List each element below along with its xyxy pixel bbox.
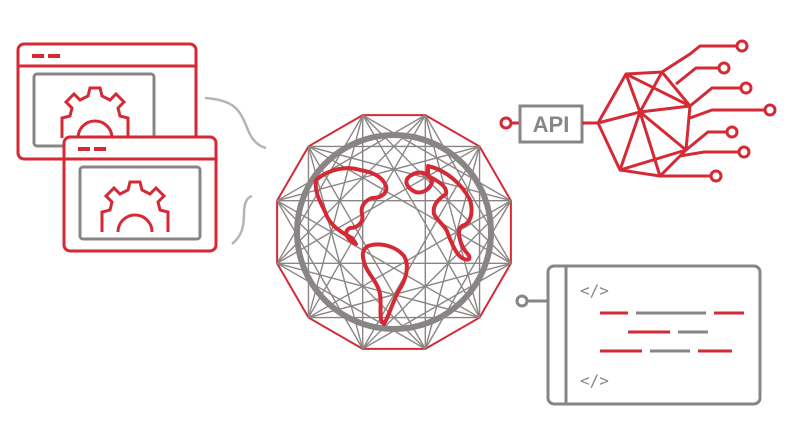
mesh-line	[424, 114, 481, 318]
mesh-line	[362, 200, 512, 350]
mesh-line	[307, 114, 426, 318]
api-label: API	[533, 112, 570, 137]
mesh-line	[276, 114, 426, 264]
connector-lines	[204, 96, 267, 245]
mesh-line	[308, 262, 512, 319]
code-editor-icon	[515, 264, 762, 406]
gear-icon	[60, 86, 130, 139]
mesh-line	[308, 200, 512, 319]
code-tag-top: </>	[580, 281, 609, 300]
mesh-line	[276, 200, 426, 350]
mesh-line	[362, 114, 481, 318]
mesh-line	[362, 114, 512, 264]
mesh-line	[307, 114, 364, 318]
app-window-front	[62, 135, 218, 253]
mesh-line	[362, 114, 512, 202]
api-network-icon	[499, 39, 777, 183]
mesh-line	[308, 145, 512, 264]
mesh-line	[276, 145, 480, 264]
mesh-line	[276, 200, 480, 319]
mesh-line	[308, 145, 512, 202]
mesh-line	[276, 145, 480, 202]
code-tag-bottom: </>	[580, 371, 609, 390]
gear-icon	[100, 180, 170, 233]
globe-network-icon	[276, 114, 512, 350]
